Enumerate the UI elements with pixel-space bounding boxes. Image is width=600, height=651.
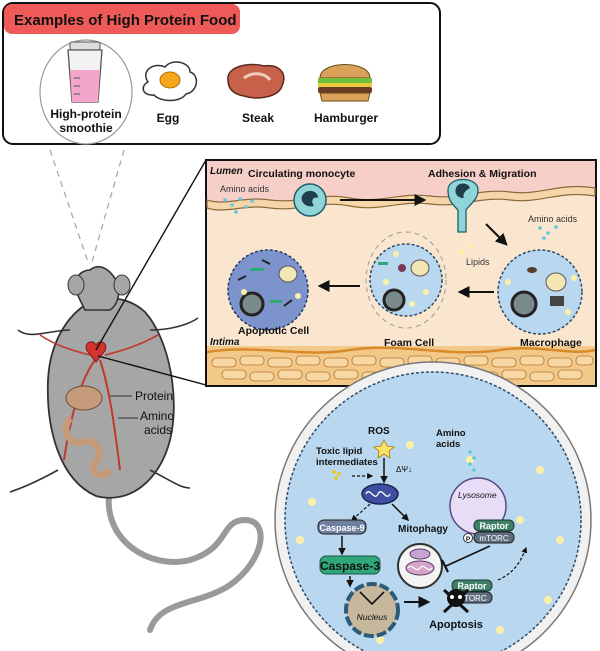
guide-line bbox=[49, 149, 89, 263]
lipid-droplet bbox=[459, 249, 465, 255]
cell-detail: ROS ΔΨ↓ Toxic lipid intermediates Mitoph… bbox=[274, 361, 592, 651]
smoothie-label-1: High-protein bbox=[50, 107, 121, 121]
monocyte-cell bbox=[293, 183, 327, 217]
amino-acids-label-right: Amino acids bbox=[528, 214, 578, 224]
vessel-panel: Lumen Intima Amino acids Circulating mon… bbox=[205, 159, 597, 387]
raptor-top-label: Raptor bbox=[480, 521, 509, 531]
food-panel-title-bar bbox=[4, 4, 240, 34]
mitophagy-label: Mitophagy bbox=[398, 524, 448, 535]
mtorc-bottom-label: mTORC bbox=[457, 594, 486, 603]
protein-label: Protein bbox=[135, 389, 173, 403]
ros-star-icon bbox=[373, 439, 395, 459]
guide-line bbox=[91, 149, 125, 263]
stomach-icon bbox=[65, 385, 103, 411]
phospho-label: P bbox=[466, 536, 471, 543]
smoothie-label-2: smoothie bbox=[59, 121, 113, 135]
inhibition-bar bbox=[441, 559, 449, 573]
skull-icon bbox=[442, 588, 470, 614]
egg-label: Egg bbox=[157, 111, 180, 125]
intima-label: Intima bbox=[210, 337, 240, 348]
phospho-icon bbox=[463, 533, 473, 543]
flow-arrow bbox=[391, 503, 410, 522]
caspase9-label: Caspase-9 bbox=[319, 523, 364, 533]
intestine-icon bbox=[62, 415, 113, 478]
caspase3-label: Caspase-3 bbox=[320, 559, 380, 573]
flow-arrow bbox=[485, 223, 508, 246]
lumen-label: Lumen bbox=[210, 166, 243, 177]
mitophagy-icon bbox=[397, 543, 443, 589]
zoom-line bbox=[97, 355, 207, 386]
raptor-top-badge bbox=[473, 519, 515, 532]
mouse-amino-label-1: Amino bbox=[140, 409, 174, 423]
lipid-intermediate-icon bbox=[332, 470, 341, 480]
lysosome-label: Lysosome bbox=[458, 490, 497, 500]
mouse-illustration bbox=[9, 265, 264, 633]
toxic-lipid-label-1: Toxic lipid bbox=[316, 446, 362, 457]
hamburger-label: Hamburger bbox=[314, 111, 378, 125]
foam-cell bbox=[369, 243, 443, 317]
macrophage-cell bbox=[497, 249, 583, 335]
delta-psi-label: ΔΨ↓ bbox=[396, 465, 412, 474]
lipids-label: Lipids bbox=[466, 257, 490, 267]
zoom-line bbox=[95, 159, 207, 351]
amino-acid-dots bbox=[538, 225, 558, 240]
cell-amino-label-1: Amino bbox=[436, 428, 466, 439]
food-panel-title: Examples of High Protein Food bbox=[14, 12, 237, 29]
apoptosis-label: Apoptosis bbox=[429, 619, 483, 631]
nucleus-icon bbox=[344, 582, 400, 638]
caspase3-badge bbox=[319, 555, 381, 575]
lipid-droplet bbox=[467, 243, 473, 249]
mtorc-top-badge bbox=[473, 531, 515, 544]
apoptotic-cell-label: Apoptotic Cell bbox=[238, 325, 309, 337]
food-panel: Examples of High Protein Food High-prote… bbox=[2, 2, 441, 145]
smoothie-icon bbox=[39, 39, 133, 145]
amino-acids-label-left: Amino acids bbox=[220, 184, 270, 194]
egg-icon bbox=[142, 61, 198, 102]
mitochondrion-icon bbox=[361, 483, 399, 505]
steak-icon bbox=[227, 63, 285, 99]
nucleus-label: Nucleus bbox=[357, 612, 388, 622]
hamburger-icon bbox=[318, 64, 372, 102]
steak-label: Steak bbox=[242, 111, 274, 125]
toxic-lipid-label-2: intermediates bbox=[316, 457, 378, 468]
circulating-monocyte-label: Circulating monocyte bbox=[248, 168, 356, 180]
migrating-monocyte bbox=[447, 178, 479, 233]
amino-acid-dots bbox=[223, 197, 254, 214]
raptor-bottom-label: Raptor bbox=[458, 581, 487, 591]
caspase9-badge bbox=[317, 519, 367, 535]
flow-arrow bbox=[351, 503, 371, 521]
macrophage-label: Macrophage bbox=[520, 337, 582, 349]
raptor-bottom-badge bbox=[451, 579, 493, 592]
foam-cell-label: Foam Cell bbox=[384, 337, 434, 349]
amino-acid-dots bbox=[468, 450, 476, 472]
flow-arrow bbox=[497, 546, 528, 581]
apoptotic-cell bbox=[227, 249, 309, 331]
ros-label: ROS bbox=[368, 426, 390, 437]
heart-icon bbox=[85, 341, 107, 363]
mtorc-top-label: mTORC bbox=[479, 534, 508, 543]
cell-amino-label-2: acids bbox=[436, 439, 460, 450]
mouse-amino-label-2: acids bbox=[144, 423, 172, 437]
adhesion-migration-label: Adhesion & Migration bbox=[428, 168, 537, 180]
inhibition-line bbox=[445, 545, 491, 567]
